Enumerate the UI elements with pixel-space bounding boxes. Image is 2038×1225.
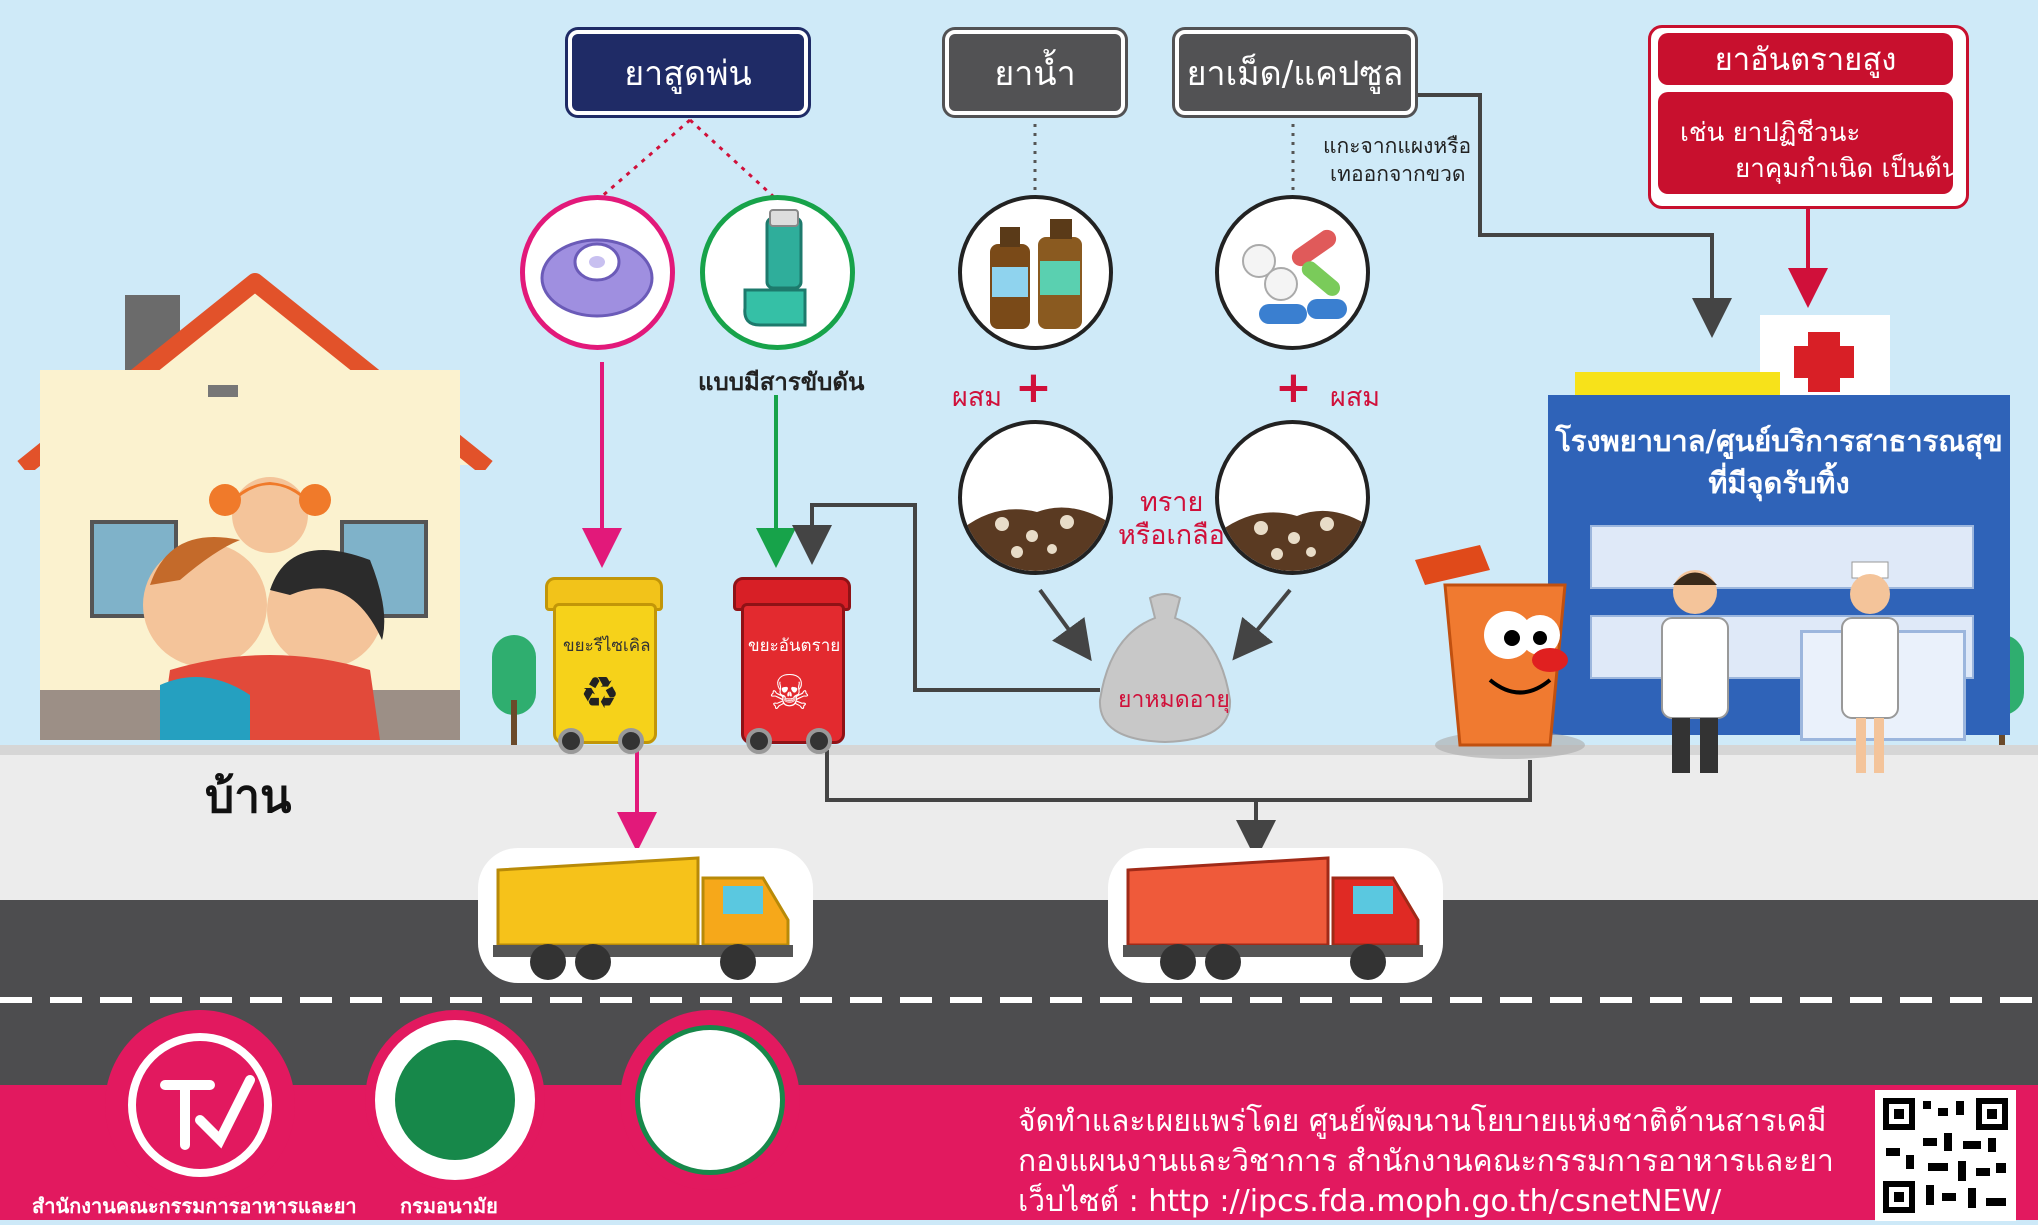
danger-example-line2: ยาคุมกำเนิด เป็นต้น [1735,154,1960,184]
line-hazard-to-red-truck [825,750,1532,802]
sand-pile-icon [962,507,1109,571]
recycle-bin [553,603,657,744]
dotted-line-inhaler-left [599,118,691,200]
hazard-bin-wheel [806,728,832,754]
sand-label-line2: หรือเกลือ [1118,520,1225,551]
red-cross-icon-bar [1794,346,1854,378]
footer-website[interactable]: เว็บไซต์ : http ://ipcs.fda.moph.go.th/c… [1018,1184,1722,1219]
doctor-illustration [1661,570,1729,773]
hazard-bin-label: ขยะอันตราย [748,636,841,656]
hazard-bin [741,603,845,744]
moph-logo-icon [395,1040,515,1160]
inhaler-label-text: ยาสูดพ่น [624,53,752,94]
liquid-label: ยาน้ำ [945,30,1125,115]
anamai-caption: กรมอนามัย [400,1194,498,1218]
mix-label-left: ผสม [952,382,1003,413]
family-illustration [143,477,385,740]
arrow-liquid-to-bag [1038,588,1092,662]
plus-sign-left: + [1015,362,1052,413]
qr-code[interactable] [1875,1090,2016,1221]
skull-crossbones-icon: ☠ [768,665,812,721]
hospital-title-line1: โรงพยาบาล/ศูนย์บริการสาธารณสุข [1555,424,2003,458]
recycle-symbol-icon: ♻ [580,668,620,719]
road [0,900,2038,1090]
disk-inhaler-circle [520,195,675,350]
house-vent [208,385,238,397]
garbage-bag-icon [1098,593,1232,744]
disk-inhaler-icon [540,238,654,318]
spray-inhaler-icon [743,209,807,327]
tablet-label-text: ยาเม็ด/แคปซูล [1186,53,1404,94]
remove-note-line1: แกะจากแผงหรือ [1323,134,1472,158]
mix-label-right: ผสม [1330,382,1381,413]
arrow-tablet-to-hospital [1415,93,1732,338]
fda-logo-bg [105,1010,295,1200]
arrow-tablet-to-bag [1232,588,1292,661]
fda-logo-icon [128,1033,272,1177]
hospital-title-line2: ที่มีจุดรับทิ้ง [1708,466,1850,500]
tree-left-trunk [511,700,517,745]
yellow-garbage-truck-icon [493,856,793,980]
fda-caption: สำนักงานคณะกรรมการอาหารและยา [32,1194,357,1218]
bma-logo-icon [635,1025,785,1175]
footer-line2: กองแผนงานและวิชาการ สำนักงานคณะกรรมการอา… [1018,1144,1834,1179]
sand-circle-right [1215,420,1370,575]
sand-pile-icon [1219,510,1366,571]
medicine-bottles-icon [990,219,1082,329]
sand-label-line1: ทราย [1140,487,1204,518]
sand-circle-left [958,420,1113,575]
danger-title-text: ยาอันตรายสูง [1714,42,1897,78]
danger-example-line1: เช่น ยาปฏิชีวนะ [1680,118,1861,148]
pills-capsules-icon [1242,229,1347,324]
mascot-bin-illustration [1415,545,1585,759]
liquid-medicine-circle [958,195,1113,350]
propellant-caption: แบบมีสารขับดัน [698,368,865,396]
tablet-label: ยาเม็ด/แคปซูล [1175,30,1415,115]
footer-line1: จัดทำและเผยแพร่โดย ศูนย์พัฒนานโยบายแห่งช… [1018,1104,1827,1139]
recycle-bin-label: ขยะรีไซเคิล [563,636,651,656]
remove-note-line2: เทออกจากขวด [1330,162,1466,186]
recycle-bin-wheel [558,728,584,754]
recycle-bin-wheel [618,728,644,754]
hazard-bin-wheel [746,728,772,754]
liquid-label-text: ยาน้ำ [994,53,1076,94]
sidewalk [0,745,2038,900]
nurse-illustration [1841,561,1899,773]
tablet-medicine-circle [1215,195,1370,350]
expired-bag-label: ยาหมดอายุ [1118,687,1230,713]
inhaler-label: ยาสูดพ่น [568,30,808,115]
plus-sign-right: + [1275,362,1312,413]
hospital-windows-row1 [1590,525,1974,589]
home-label: บ้าน [205,769,292,823]
danger-title: ยาอันตรายสูง [1658,33,1953,85]
red-garbage-truck-icon [1123,856,1423,980]
curb [0,745,2038,755]
qr-code-icon [1883,1098,2008,1213]
arrow-bag-to-hazard [792,503,1100,692]
dotted-line-inhaler-right [688,118,777,200]
footer-banner [0,1085,2038,1220]
danger-example-box [1658,92,1953,194]
spray-inhaler-circle [700,195,855,350]
